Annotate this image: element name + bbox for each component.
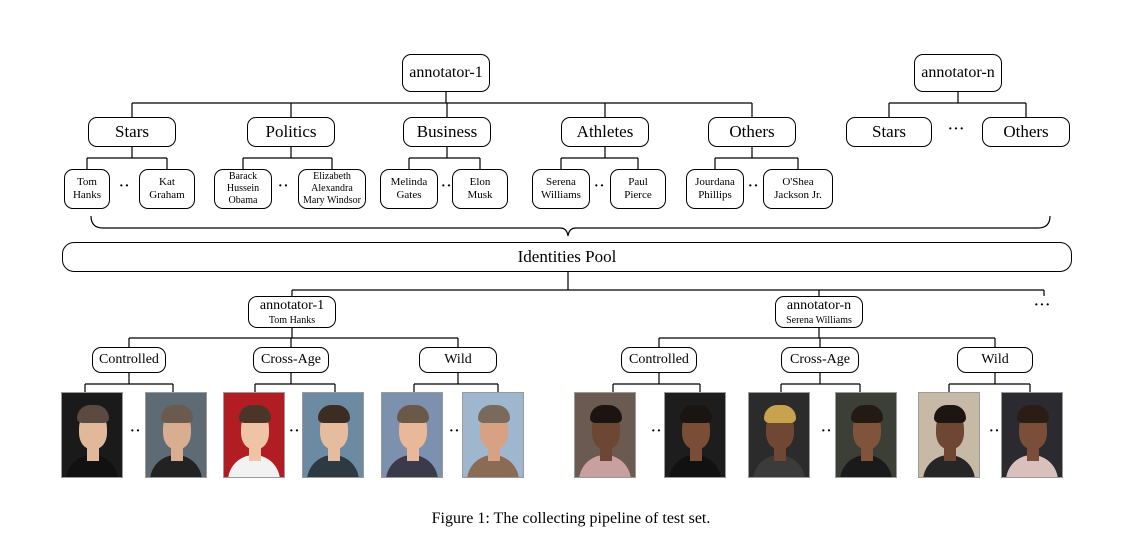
photo-hair [318,405,350,423]
photo-neck [171,447,183,461]
pair-dots: ·· [594,179,606,194]
portrait-photo [223,392,285,478]
photo-neck [87,447,99,461]
pair-dots: ·· [119,179,131,194]
category-ellipsis: ··· [948,122,966,137]
photo-hair [680,405,712,423]
photo-shoulders [150,455,202,477]
identity-oshea-jackson: O'Shea Jackson Jr. [763,169,833,209]
category-stars-n: Stars [846,117,932,147]
condition-controlled-1: Controlled [92,347,166,373]
photo-hair [590,405,622,423]
photo-neck [600,447,612,461]
identity-jourdana-phillips: Jourdana Phillips [686,169,744,209]
photo-hair [1017,405,1049,423]
portrait-photo [664,392,726,478]
photo-neck [690,447,702,461]
condition-cross-age-n: Cross-Age [781,347,859,373]
portrait-photo [748,392,810,478]
photo-dots: ·· [651,424,663,439]
identity-barack-obama: Barack Hussein Obama [214,169,272,209]
photo-hair [934,405,966,423]
photo-neck [944,447,956,461]
identities-pool: Identities Pool [62,242,1072,272]
photo-shoulders [66,455,118,477]
photo-hair [397,405,429,423]
portrait-photo [1001,392,1063,478]
photo-shoulders [386,455,438,477]
category-politics: Politics [247,117,335,147]
pair-dots: ·· [278,179,290,194]
photo-neck [774,447,786,461]
identity-tom-hanks: Tom Hanks [64,169,110,209]
annotator-1-box: annotator-1 [402,54,490,92]
photo-neck [328,447,340,461]
more-annotators-ellipsis: ··· [1034,298,1052,313]
identity-melinda-gates: Melinda Gates [380,169,438,209]
photo-dots: ·· [289,424,301,439]
photo-hair [77,405,109,423]
category-stars: Stars [88,117,176,147]
portrait-photo [918,392,980,478]
photo-shoulders [228,455,280,477]
condition-wild-1: Wild [419,347,497,373]
bottom-annotator-n-label: annotator-n [786,297,852,313]
portrait-photo [381,392,443,478]
portrait-photo [574,392,636,478]
figure-caption: Figure 1: The collecting pipeline of tes… [431,510,711,527]
category-business: Business [403,117,491,147]
identity-serena-williams: Serena Williams [532,169,590,209]
photo-dots: ·· [821,424,833,439]
photo-hair [764,405,796,423]
bottom-annotator-1: annotator-1 Tom Hanks [248,296,336,328]
portrait-photo [61,392,123,478]
bottom-annotator-n-identity: Serena Williams [786,314,852,326]
photo-dots: ·· [989,424,1001,439]
photo-neck [249,447,261,461]
photo-shoulders [1006,455,1058,477]
photo-shoulders [307,455,359,477]
identity-kat-graham: Kat Graham [139,169,195,209]
photo-neck [407,447,419,461]
photo-shoulders [923,455,975,477]
condition-wild-n: Wild [957,347,1033,373]
identity-elon-musk: Elon Musk [452,169,508,209]
photo-shoulders [753,455,805,477]
identity-paul-pierce: Paul Pierce [610,169,666,209]
photo-hair [161,405,193,423]
photo-neck [1027,447,1039,461]
identity-elizabeth-windsor: Elizabeth Alexandra Mary Windsor [298,169,366,209]
photo-neck [861,447,873,461]
photo-shoulders [669,455,721,477]
bottom-annotator-1-identity: Tom Hanks [268,314,316,326]
photo-shoulders [840,455,892,477]
bottom-annotator-n: annotator-n Serena Williams [775,296,863,328]
photo-hair [239,405,271,423]
photo-hair [478,405,510,423]
pool-brace [90,215,1051,237]
category-others-n: Others [982,117,1070,147]
annotator-n-box: annotator-n [914,54,1002,92]
pair-dots: ·· [748,179,760,194]
condition-cross-age-1: Cross-Age [253,347,329,373]
bottom-annotator-1-label: annotator-1 [259,297,325,313]
portrait-photo [835,392,897,478]
portrait-photo [302,392,364,478]
pair-dots: ·· [441,179,453,194]
category-athletes: Athletes [561,117,649,147]
condition-controlled-n: Controlled [621,347,697,373]
category-others: Others [708,117,796,147]
photo-shoulders [467,455,519,477]
photo-dots: ·· [449,424,461,439]
photo-neck [488,447,500,461]
portrait-photo [462,392,524,478]
photo-shoulders [579,455,631,477]
portrait-photo [145,392,207,478]
photo-dots: ·· [130,424,142,439]
photo-hair [851,405,883,423]
